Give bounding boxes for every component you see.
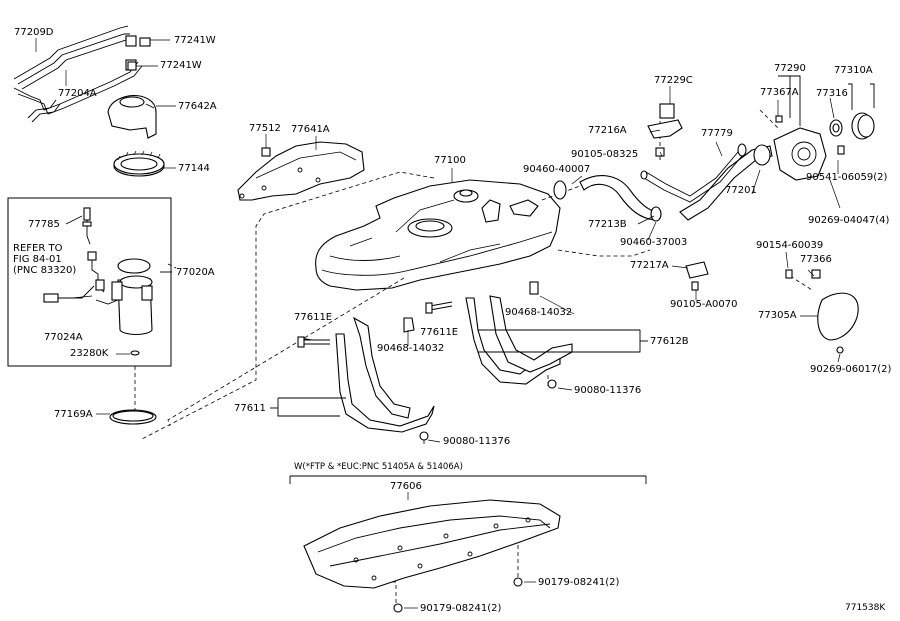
label-77305A: 77305A [758, 310, 797, 321]
label-77612B: 77612B [650, 336, 689, 347]
label-leaders [35, 38, 841, 609]
label-90468-14032-right: 90468-14032 [505, 307, 573, 318]
filler-pipe-77201 [640, 143, 773, 221]
fuel-lid-77305A [785, 269, 859, 354]
gasket-77169A [109, 366, 157, 425]
retainer-ring-77144 [113, 150, 165, 177]
label-90080-11376-lower: 90080-11376 [443, 436, 511, 447]
label-90154-60039: 90154-60039 [756, 240, 824, 251]
label-77316: 77316 [816, 88, 848, 99]
fuel-cap-77310A [837, 83, 875, 155]
group-brackets [160, 271, 648, 484]
label-77611: 77611 [234, 403, 266, 414]
label-90105-08325: 90105-08325 [571, 149, 639, 160]
label-90460-40007: 90460-40007 [523, 164, 591, 175]
label-90269-06017: 90269-06017(2) [810, 364, 892, 375]
label-90179-08241-bottom: 90179-08241(2) [420, 603, 502, 614]
label-77367A: 77367A [760, 87, 799, 98]
inlet-box-77290 [773, 75, 827, 181]
label-77606: 77606 [390, 481, 422, 492]
label-77201: 77201 [725, 185, 757, 196]
under-shield-77606 [303, 499, 561, 613]
label-90541-06059: 90541-06059(2) [806, 172, 888, 183]
label-90179-08241-right: 90179-08241(2) [538, 577, 620, 588]
label-77209D: 77209D [14, 27, 54, 38]
label-77217A: 77217A [630, 260, 669, 271]
label-90468-14032-left: 90468-14032 [377, 343, 445, 354]
label-77785: 77785 [28, 219, 60, 230]
cap-77316 [829, 119, 843, 137]
label-77611E-right: 77611E [420, 327, 459, 338]
label-77213B: 77213B [588, 219, 627, 230]
bracket-77217A [685, 261, 709, 291]
label-77642A: 77642A [178, 101, 217, 112]
protector-77641A [237, 141, 365, 201]
label-90269-04047: 90269-04047(4) [808, 215, 890, 226]
label-77290: 77290 [774, 63, 806, 74]
label-90105-A0070: 90105-A0070 [670, 299, 738, 310]
tank-straps [299, 281, 573, 441]
label-77779: 77779 [701, 128, 733, 139]
label-77611E-left: 77611E [294, 312, 333, 323]
fuel-lines [13, 25, 151, 123]
label-90080-11376-upper: 90080-11376 [574, 385, 642, 396]
shield-applicability-note: W(*FTP & *EUC:PNC 51405A & 51406A) [294, 462, 463, 472]
label-77241W-lower: 77241W [160, 60, 202, 71]
label-23280K: 23280K [70, 348, 109, 359]
label-77144: 77144 [178, 163, 210, 174]
label-77512: 77512 [249, 123, 281, 134]
label-77204A: 77204A [58, 88, 97, 99]
label-77216A: 77216A [588, 125, 627, 136]
label-77229C: 77229C [654, 75, 693, 86]
fuel-tank-77100 [315, 179, 561, 291]
pump-assembly-77020A [43, 207, 153, 356]
pump-cover-77642A [107, 95, 157, 139]
label-77641A: 77641A [291, 124, 330, 135]
bolts-77611E [297, 301, 453, 348]
label-77020A: 77020A [176, 267, 215, 278]
label-77100: 77100 [434, 155, 466, 166]
refer-to-note: REFER TO FIG 84-01 (PNC 83320) [13, 243, 77, 276]
label-90460-37003: 90460-37003 [620, 237, 688, 248]
label-77241W-upper: 77241W [174, 35, 216, 46]
label-77024A: 77024A [44, 332, 83, 343]
label-77310A: 77310A [834, 65, 873, 76]
pump-assembly-box [7, 197, 172, 367]
bracket-77216A [647, 103, 683, 157]
diagram-id: 771538K [845, 603, 886, 613]
label-77366: 77366 [800, 254, 832, 265]
label-77169A: 77169A [54, 409, 93, 420]
filler-hose-77213B [553, 175, 662, 222]
leader-lines [139, 109, 813, 606]
